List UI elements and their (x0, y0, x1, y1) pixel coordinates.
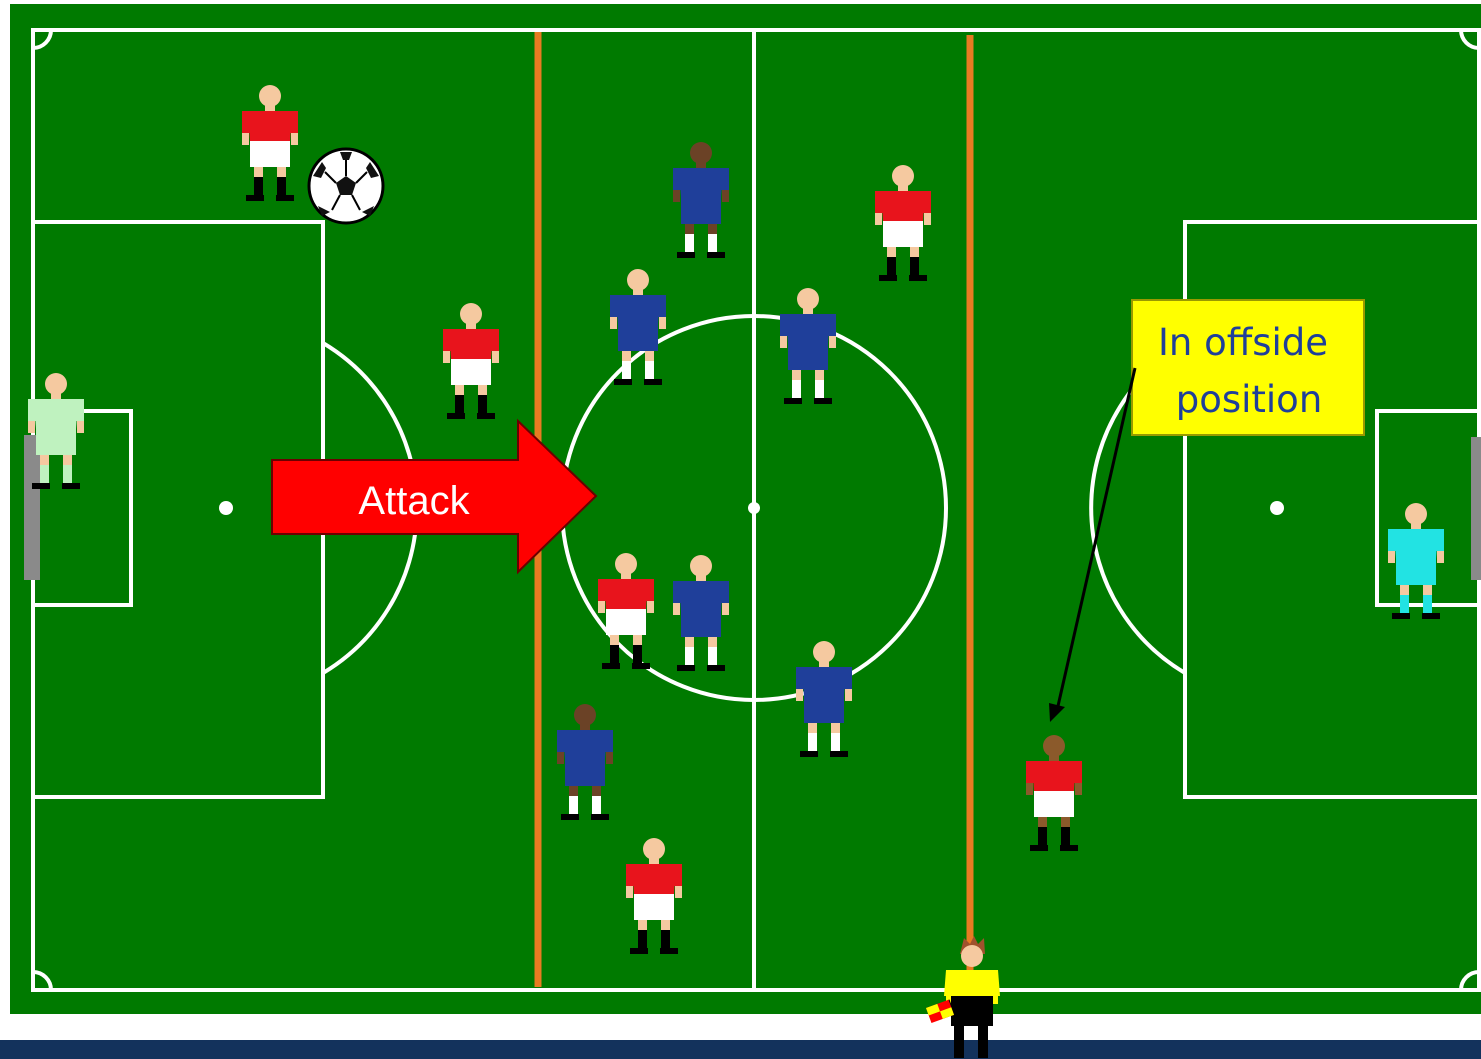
player-head (690, 555, 712, 577)
player-shorts (681, 611, 721, 637)
attack-arrow-label: Attack (358, 479, 470, 523)
player-shirt (786, 314, 830, 344)
player-sock (633, 645, 642, 663)
player-shirt (802, 667, 846, 697)
centre-spot (748, 502, 760, 514)
player-shorts (681, 198, 721, 224)
player-head (813, 641, 835, 663)
player-sock (478, 395, 487, 413)
player-shorts (36, 429, 76, 455)
player-shorts (1396, 559, 1436, 585)
player-shirt (1032, 761, 1076, 791)
player-head (643, 838, 665, 860)
callout-line-1: In offside (1158, 321, 1328, 364)
player-sock (1423, 595, 1432, 613)
player-sock (1061, 827, 1070, 845)
player-head (1405, 503, 1427, 525)
player-head (45, 373, 67, 395)
player-sock (910, 257, 919, 275)
player-sock (1400, 595, 1409, 613)
player-shirt (604, 579, 648, 609)
left-goal (24, 435, 40, 580)
player-sock (40, 465, 49, 483)
player-shorts (788, 344, 828, 370)
player-sock (638, 930, 647, 948)
player-sock (708, 234, 717, 252)
callout-line-2: position (1176, 378, 1323, 421)
player-head (615, 553, 637, 575)
player-shorts (606, 609, 646, 635)
player-sock (792, 380, 801, 398)
player-shirt (563, 730, 607, 760)
right-penalty-spot (1270, 501, 1284, 515)
player-sock (815, 380, 824, 398)
player-shirt (248, 111, 292, 141)
player-sock (645, 361, 654, 379)
player-shirt (34, 399, 78, 429)
player-sock (592, 796, 601, 814)
player-shorts (804, 697, 844, 723)
player-sock (831, 733, 840, 751)
player-shorts (883, 221, 923, 247)
player-shirt (679, 581, 723, 611)
player-shorts (618, 325, 658, 351)
player-shirt (881, 191, 925, 221)
player-sock (661, 930, 670, 948)
player-sock (63, 465, 72, 483)
player-sock (569, 796, 578, 814)
player-sock (254, 177, 263, 195)
player-sock (610, 645, 619, 663)
player-shorts (1034, 791, 1074, 817)
player-head (892, 165, 914, 187)
player-sock (1038, 827, 1047, 845)
player-sock (455, 395, 464, 413)
player-shirt (632, 864, 676, 894)
player-sock (808, 733, 817, 751)
left-penalty-spot (219, 501, 233, 515)
player-shirt (679, 168, 723, 198)
player-shorts (634, 894, 674, 920)
player-head (797, 288, 819, 310)
player-sock (708, 647, 717, 665)
player-shirt (616, 295, 660, 325)
player-head (259, 85, 281, 107)
player-sock (277, 177, 286, 195)
player-shorts (451, 359, 491, 385)
player-head (627, 269, 649, 291)
soccer-ball-icon (309, 149, 383, 223)
player-shorts (565, 760, 605, 786)
player-head (574, 704, 596, 726)
player-shirt (449, 329, 493, 359)
player-sock (685, 234, 694, 252)
right-goal (1471, 437, 1481, 580)
player-head (1043, 735, 1065, 757)
player-sock (685, 647, 694, 665)
player-shorts (250, 141, 290, 167)
player-head (690, 142, 712, 164)
player-head (460, 303, 482, 325)
player-sock (887, 257, 896, 275)
player-sock (622, 361, 631, 379)
player-shirt (1394, 529, 1438, 559)
